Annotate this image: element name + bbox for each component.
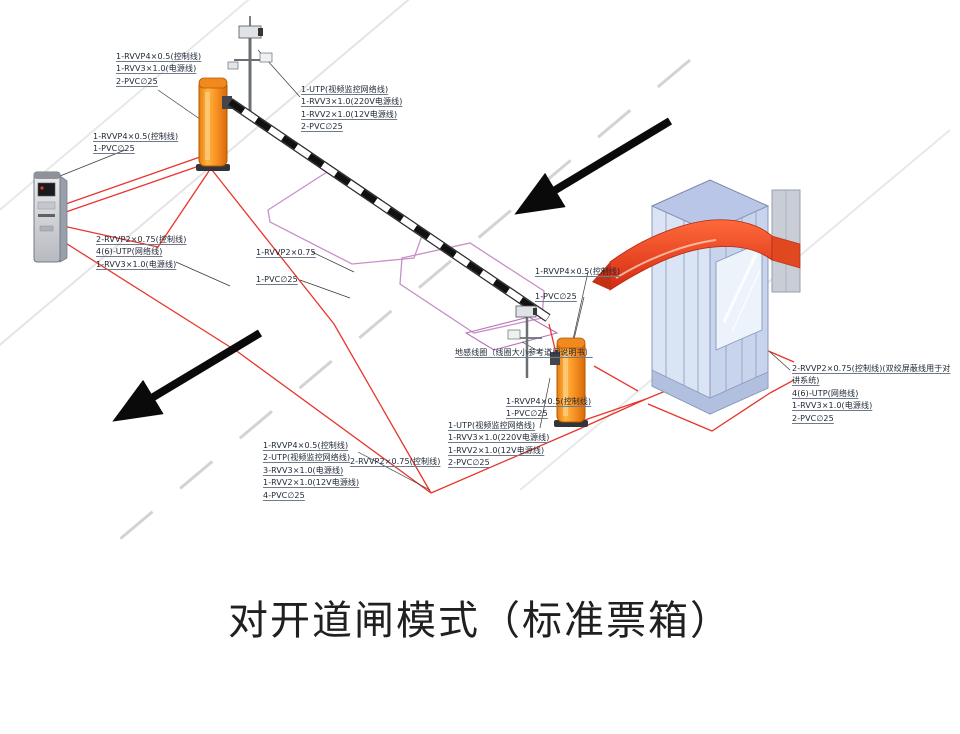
guard-booth: [650, 179, 770, 415]
diagram-title: 对开道闸模式（标准票箱）: [228, 598, 732, 644]
cable-label-booth: 2-RVVP2×0.75(控制线)(双绞屏蔽线用于对讲系统) 4(6)-UTP(…: [792, 364, 951, 423]
cable-label-camera1: 1-UTP(视频监控网络线) 1-RVV3×1.0(220V电源线) 1-RVV…: [301, 85, 403, 132]
barrier-boom: [227, 98, 551, 322]
ticket-dispenser: [33, 171, 68, 263]
cable-label-barrier2-base: 1-RVVP4×0.5(控制线) 1-PVC∅25: [506, 397, 592, 419]
booth-window: [715, 241, 763, 351]
barrier-gate-entrance: [196, 77, 551, 322]
ground-loop-note: 地感线圈（线圈大小参考道闸说明书）: [455, 348, 593, 357]
cable-label-island: 2-RVVP2×0.75(控制线) 4(6)-UTP(网络线) 1-RVV3×1…: [96, 235, 187, 269]
camera-pole-exit: [507, 305, 542, 378]
cable-label-coil-feed-2: 1-PVC∅25: [256, 275, 298, 284]
cable-label-ticket-machine: 1-RVVP4×0.5(控制线) 1-PVC∅25: [93, 132, 179, 154]
direction-arrow-in: [514, 117, 673, 215]
cable-label-camera2: 1-UTP(视频监控网络线) 1-RVV3×1.0(220V电源线) 1-RVV…: [448, 421, 550, 468]
direction-arrow-out: [112, 329, 263, 422]
barrier-gate-exit: [550, 337, 588, 427]
camera-pole-entrance: [227, 16, 273, 112]
cable-label-trench-extra: 2-RVVP2×0.75(控制线): [350, 457, 441, 466]
booth-canopy-ribbon: [592, 219, 801, 291]
cable-label-barrier2-2: 1-PVC∅25: [535, 292, 577, 301]
cable-label-barrier2-1: 1-RVVP4×0.5(控制线): [535, 267, 621, 276]
ground-loop-outline: [464, 316, 559, 351]
cable-label-coil-feed-1: 1-RVVP2×0.75: [256, 248, 316, 257]
cable-label-barrier1: 1-RVVP4×0.5(控制线) 1-RVV3×1.0(电源线) 2-PVC∅2…: [116, 52, 202, 86]
cable-label-trench: 1-RVVP4×0.5(控制线) 2-UTP(视频监控网络线) 3-RVV3×1…: [263, 441, 360, 500]
